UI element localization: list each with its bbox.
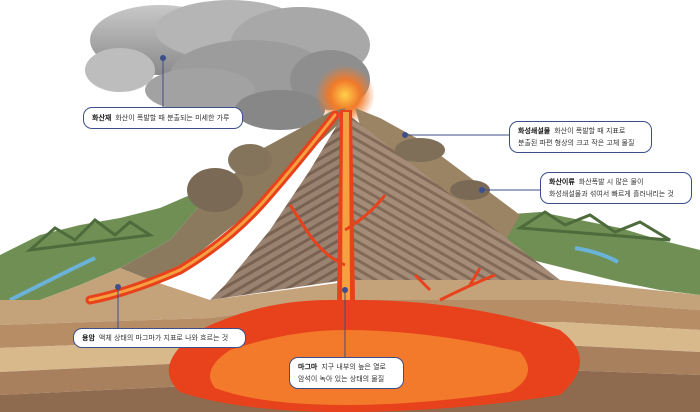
cone-cross-section-right: [345, 112, 560, 280]
lava-description: 액체 상태의 마그마가 지표로 나와 흐르는 것: [98, 334, 229, 342]
magma-term: 마그마: [298, 363, 318, 371]
lava-term: 용암: [82, 334, 95, 342]
pyroclastic-flow-desc-1: 화산폭발 시 많은 물이: [578, 178, 644, 186]
ash-cloud: [85, 0, 370, 130]
pyroclastic-material-desc-1: 화산이 폭발할 때 지표로: [554, 127, 626, 135]
leader-lines: [115, 55, 540, 357]
pyroclastic-material-term: 화성쇄설물: [518, 127, 551, 135]
debris-left: [187, 168, 243, 212]
right-slope: [355, 108, 520, 250]
right-terrain: [500, 210, 700, 295]
right-river: [574, 246, 619, 264]
pyroclastic-material-desc-2: 분출된 파편 형상의 크고 작은 고체 물질: [518, 139, 635, 147]
magma-desc-1: 지구 내부의 높은 열로: [321, 363, 386, 371]
cone-cross-section-left: [210, 112, 345, 300]
magma-dikes: [288, 194, 387, 267]
ash-term: 화산재: [92, 114, 112, 122]
pyroclastic-flow-desc-2: 화성쇄설물과 섞여서 빠르게 흘러내리는 것: [549, 190, 674, 198]
pyroclastic-flow-term: 화산이류: [549, 178, 575, 186]
magma-desc-2: 암석이 녹아 있는 상태의 물질: [298, 375, 385, 383]
ash-description: 화산이 폭발할 때 분출되는 미세한 가루: [115, 114, 230, 122]
left-terrain: [0, 195, 200, 302]
left-river: [9, 256, 96, 302]
